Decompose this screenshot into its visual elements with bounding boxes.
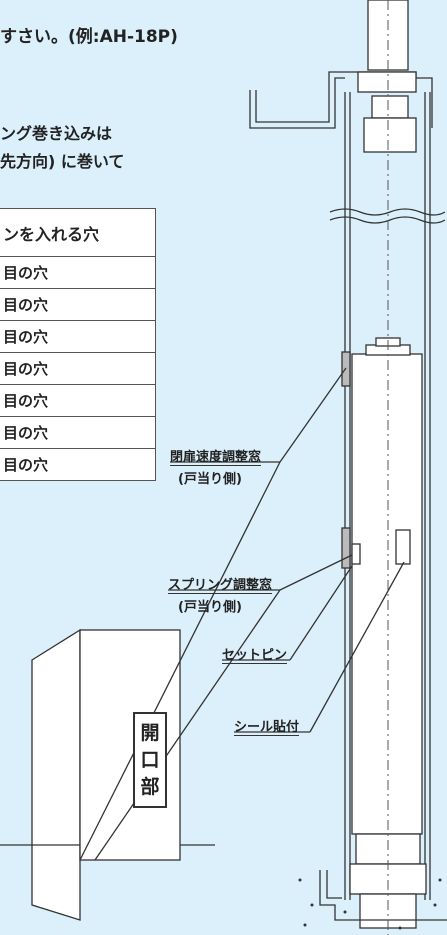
opening-char-1: 開 [140, 721, 160, 744]
table-row: 目の穴 [0, 352, 155, 384]
opening-char-2: 口 [140, 748, 160, 771]
instruction-line-2: ング巻き込みは [0, 124, 113, 143]
instruction-line-1: すさい。(例:AH-18P) [0, 27, 178, 47]
table-row: 目の穴 [0, 416, 155, 448]
table-row: 目の穴 [0, 320, 155, 352]
closing-speed-side-label: (戸当り側) [178, 472, 242, 487]
table-row: 目の穴 [0, 256, 155, 288]
opening-label: 開 口 部 [133, 712, 167, 808]
set-pin-label: セットピン [222, 644, 288, 664]
opening-char-3: 部 [140, 775, 160, 798]
table-header: ンを入れる穴 [0, 209, 155, 256]
spring-side-label: (戸当り側) [178, 600, 242, 615]
table-row: 目の穴 [0, 288, 155, 320]
pin-hole-table: ンを入れる穴 目の穴 目の穴 目の穴 目の穴 目の穴 目の穴 目の穴 [0, 208, 156, 481]
seal-label: シール貼付 [234, 716, 300, 736]
table-row: 目の穴 [0, 384, 155, 416]
table-row: 目の穴 [0, 448, 155, 480]
instruction-line-3: 先方向) に巻いて [0, 152, 125, 171]
closing-speed-window-label: 閉扉速度調整窓 [170, 446, 262, 466]
spring-window-label: スプリング調整窓 [168, 574, 273, 594]
